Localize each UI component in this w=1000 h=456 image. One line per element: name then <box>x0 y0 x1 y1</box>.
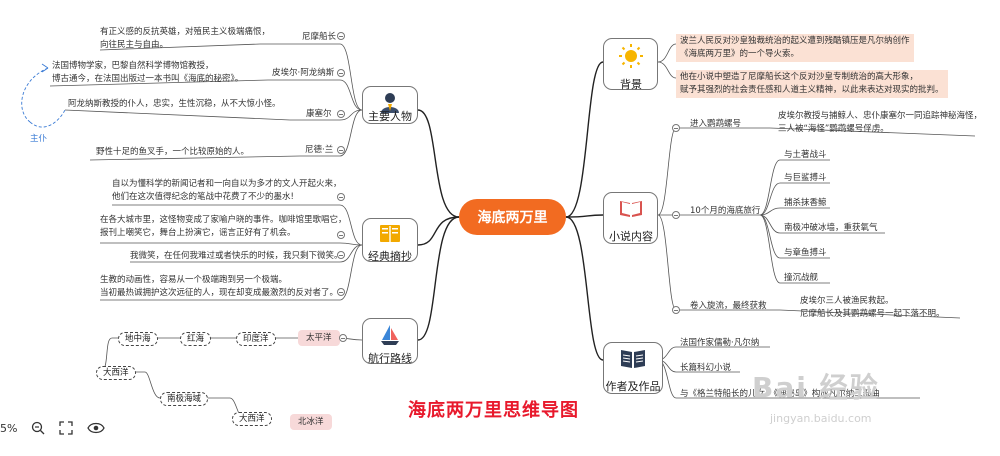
open-book-icon <box>621 350 645 368</box>
branch-characters-label: 主要人物 <box>368 110 412 123</box>
branch-content[interactable] <box>603 192 658 244</box>
collapse-button[interactable] <box>337 110 345 118</box>
collapse-button[interactable] <box>337 231 345 239</box>
collapse-button[interactable] <box>337 32 345 40</box>
watermark-url: jingyan.baidu.com <box>770 412 872 425</box>
route-stop[interactable]: 南极海域 <box>160 392 209 406</box>
character-name: 康塞尔 <box>306 109 332 119</box>
content-part: 10个月的海底旅行 <box>690 206 761 216</box>
content-desc: 皮埃尔教授与捕鲸人、忠仆康塞尔一同追踪神秘海怪，三人被“海怪”鹦鹉螺号俘虏。 <box>778 111 983 134</box>
collapse-button[interactable] <box>672 124 680 132</box>
adventure-item: 与巨鲨搏斗 <box>784 173 827 183</box>
collapse-button[interactable] <box>672 211 680 219</box>
bottom-toolbar: 5% <box>0 418 106 438</box>
central-topic[interactable]: 海底两万里 <box>459 199 566 235</box>
reading-icon <box>619 201 642 217</box>
content-desc: 皮埃尔三人被渔民救起。尼摩船长及其鹦鹉螺号一起下落不明。 <box>800 296 945 319</box>
diagram-title: 海底两万里思维导图 <box>408 400 579 421</box>
branch-quotes[interactable] <box>362 218 418 262</box>
collapse-button[interactable] <box>672 306 680 314</box>
adventure-item: 南极冲破冰墙，重获氧气 <box>784 223 878 233</box>
branch-author[interactable] <box>603 342 663 394</box>
background-item: 波兰人民反对沙皇独裁统治的起义遭到残酷镇压是凡尔纳创作《海底两万里》的一个导火索… <box>676 34 914 62</box>
branch-quotes-label: 经典摘抄 <box>368 250 412 263</box>
collapse-button[interactable] <box>337 288 345 296</box>
route-stop-highlight[interactable]: 北冰洋 <box>290 414 332 430</box>
character-name: 尼德·兰 <box>305 145 334 155</box>
relation-label: 主仆 <box>30 134 48 144</box>
adventure-item: 捕杀抹香鲸 <box>784 198 827 208</box>
book-icon <box>380 225 400 242</box>
adventure-item: 撞沉战舰 <box>784 273 819 283</box>
branch-author-label: 作者及作品 <box>605 380 661 393</box>
adventure-item: 与章鱼搏斗 <box>784 248 827 258</box>
collapse-button[interactable] <box>339 334 347 342</box>
collapse-button[interactable] <box>337 193 345 201</box>
sailboat-icon <box>381 325 399 345</box>
eye-icon[interactable] <box>87 421 106 435</box>
branch-background-label: 背景 <box>620 78 642 91</box>
quote-item: 在各大城市里，这怪物变成了家喻户晓的事件。咖啡馆里歌唱它，报刊上嘲笑它，舞台上扮… <box>100 215 347 238</box>
author-item: 长篇科幻小说 <box>680 363 732 373</box>
character-desc: 野性十足的鱼叉手，一个比较原始的人。 <box>96 147 250 157</box>
sun-icon <box>618 44 643 68</box>
route-stop[interactable]: 红海 <box>180 332 212 346</box>
zoom-level: 5% <box>0 421 18 435</box>
content-part: 卷入旋流，最终获救 <box>690 301 767 311</box>
route-stop[interactable]: 大西洋 <box>96 366 136 380</box>
route-stop-highlight[interactable]: 太平洋 <box>298 330 340 346</box>
branch-background[interactable] <box>603 38 658 90</box>
fullscreen-icon[interactable] <box>59 421 74 435</box>
branch-route-label: 航行路线 <box>368 352 412 365</box>
quote-item: 生教的动画性，容易从一个极端跑到另一个极端。当初最热诚拥护这次远征的人，现在却变… <box>100 275 339 298</box>
person-icon <box>381 93 399 113</box>
content-part: 进入鹦鹉螺号 <box>690 119 742 129</box>
background-item: 他在小说中塑造了尼摩船长这个反对沙皇专制统治的高大形象，赋予其强烈的社会责任感和… <box>676 70 948 98</box>
character-desc: 法国博物学家，巴黎自然科学博物馆教授，博古通今，在法国出版过一本书叫《海底的秘密… <box>52 61 244 84</box>
adventure-item: 与土著战斗 <box>784 150 827 160</box>
route-stop[interactable]: 地中海 <box>118 332 158 346</box>
zoom-out-icon[interactable] <box>31 421 45 435</box>
quote-item: 自以为懂科学的新闻记者和一向自以为多才的文人开起火来，他们在这次值得纪念的笔战中… <box>112 179 342 202</box>
character-name: 尼摩船长 <box>302 32 337 42</box>
watermark: Bai 经验 <box>752 371 880 404</box>
branch-characters[interactable] <box>362 86 418 124</box>
collapse-button[interactable] <box>337 251 345 259</box>
author-item: 法国作家儒勒·凡尔纳 <box>680 338 760 348</box>
character-name: 皮埃尔·阿龙纳斯 <box>272 68 335 78</box>
character-desc: 有正义感的反抗英雄，对殖民主义极端痛恨，向往民主与自由。 <box>100 27 271 50</box>
character-desc: 阿龙纳斯教授的仆人，忠实，生性沉稳，从不大惊小怪。 <box>68 99 281 109</box>
branch-content-label: 小说内容 <box>609 230 653 243</box>
branch-route[interactable] <box>362 318 418 364</box>
author-item: 与《格兰特船长的儿女》《神秘岛》构成凡尔纳三部曲 <box>680 389 880 399</box>
route-stop[interactable]: 印度洋 <box>236 332 276 346</box>
collapse-button[interactable] <box>337 69 345 77</box>
route-stop[interactable]: 大西洋 <box>232 412 272 426</box>
collapse-button[interactable] <box>337 146 345 154</box>
quote-item: 我微笑，在任何我难过或者快乐的时候，我只剩下微笑。 <box>130 251 343 261</box>
